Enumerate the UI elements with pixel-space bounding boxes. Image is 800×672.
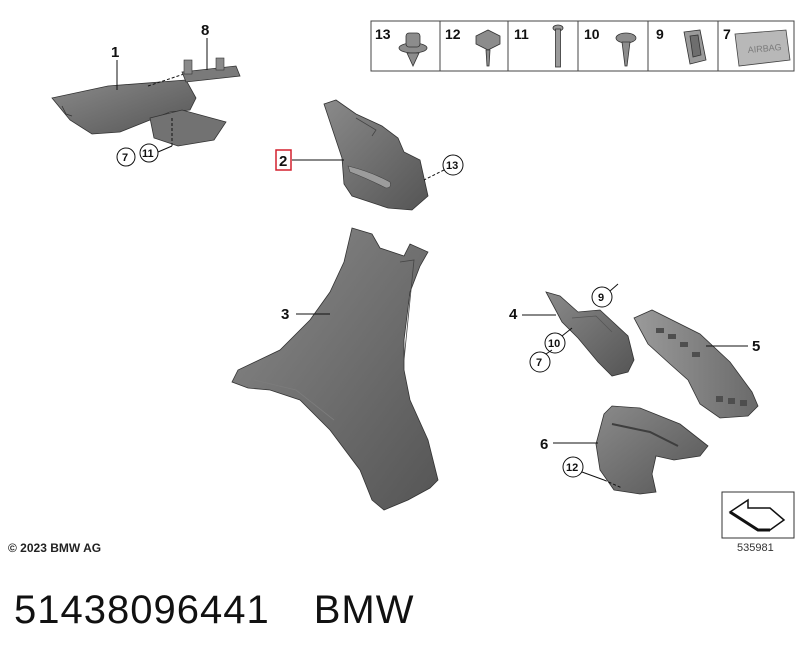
part-5-grille-panel (633, 309, 759, 419)
legend-number-10: 10 (584, 26, 600, 42)
footer-brand: BMW (313, 588, 415, 632)
callout-circle-7-lower: 7 (536, 357, 542, 369)
clip-icon (398, 32, 428, 67)
callout-part-2: 2 (279, 153, 287, 170)
airbag-badge-icon: AIRBAG (734, 29, 791, 67)
copyright-text: © 2023 BMW AG (8, 541, 102, 555)
callout-circle-10: 10 (548, 338, 560, 350)
part-4-trim (545, 291, 635, 377)
callout-part-8: 8 (201, 22, 209, 39)
legend-number-7: 7 (723, 26, 731, 42)
part-8-bracket (181, 57, 241, 83)
callout-part-6: 6 (540, 436, 548, 453)
part-6-lower-trim (595, 405, 709, 495)
footer-part-number: 51438096441 (14, 588, 270, 632)
direction-symbol (721, 491, 795, 539)
callout-circle-12: 12 (566, 462, 578, 474)
fastener-legend: 13 12 11 10 9 7 AIRBAG (370, 20, 795, 72)
callout-circle-9: 9 (598, 292, 604, 304)
callout-part-5: 5 (752, 338, 760, 355)
part-1-trim (51, 79, 227, 147)
callout-part-4: 4 (509, 306, 518, 323)
part-2-pillar-cover (323, 99, 429, 211)
callout-circle-11-upper: 11 (142, 148, 154, 160)
callout-circle-13: 13 (446, 160, 458, 172)
footer-caption: 51438096441 BMW (14, 588, 414, 633)
callout-part-3: 3 (281, 306, 289, 323)
legend-number-12: 12 (445, 26, 461, 42)
spring-clip-icon (683, 29, 707, 65)
sheet-metal-screw-icon (615, 32, 637, 67)
screw-icon (552, 24, 564, 68)
callout-part-1: 1 (111, 44, 119, 61)
legend-number-11: 11 (514, 26, 529, 42)
highlight-box-part-2 (275, 149, 292, 171)
legend-number-13: 13 (375, 26, 391, 42)
airbag-badge-text: AIRBAG (747, 42, 782, 55)
diagram-id: 535981 (737, 542, 774, 554)
hex-bolt-icon (475, 29, 501, 67)
callout-circle-7-upper: 7 (122, 152, 128, 164)
legend-number-9: 9 (656, 26, 664, 42)
part-3-b-pillar-trim (231, 227, 439, 511)
